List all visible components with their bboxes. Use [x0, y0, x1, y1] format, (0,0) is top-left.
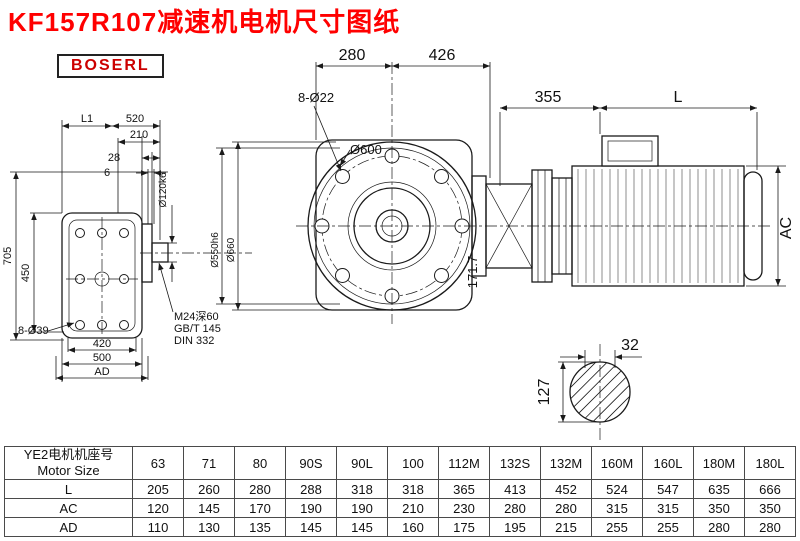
dim-label-450: 450: [20, 264, 32, 282]
row-label: AD: [4, 517, 133, 537]
motor-size-header-cn: YE2电机机座号: [23, 447, 114, 463]
table-cell: 205: [132, 479, 184, 499]
page-title: KF157R107减速机电机尺寸图纸: [8, 7, 401, 37]
table-cell: 255: [591, 517, 643, 537]
motor-size-header: YE2电机机座号 Motor Size: [4, 446, 133, 480]
table-cell: 135: [234, 517, 286, 537]
motor-size-header-en: Motor Size: [37, 463, 100, 478]
table-cell: 110: [132, 517, 184, 537]
motor-size-col: 63: [132, 446, 184, 480]
dim-label-520: 520: [126, 113, 144, 125]
table-cell: 666: [744, 479, 796, 499]
motor-size-col: 132M: [540, 446, 592, 480]
dim-label-280: 280: [339, 47, 366, 64]
dim-label-600: Ø600: [350, 142, 382, 157]
table-row-AD: AD 110 130 135 145 145 160 175 195 215 2…: [4, 517, 796, 537]
table-cell: 318: [336, 479, 388, 499]
motor-drawing: 355 L AC: [471, 89, 795, 287]
row-label: L: [4, 479, 133, 499]
table-cell: 280: [540, 498, 592, 518]
motor-size-col: 90L: [336, 446, 388, 480]
motor-size-col: 180L: [744, 446, 796, 480]
table-cell: 170: [234, 498, 286, 518]
dim-label-210: 210: [130, 129, 148, 141]
dim-label-32: 32: [621, 337, 639, 354]
dim-label-28: 28: [108, 152, 120, 164]
front-view-drawing: 280 426 8-Ø22 Ø600 Ø550h6 Ø660 171.7: [210, 47, 772, 324]
motor-size-col: 100: [387, 446, 439, 480]
motor-size-col: 180M: [693, 446, 745, 480]
table-cell: 350: [744, 498, 796, 518]
motor-size-col: 71: [183, 446, 235, 480]
technical-drawing: L1 520 210 28 6 705 450 8-Ø39 420 500 AD…: [2, 47, 795, 440]
table-cell: 315: [591, 498, 643, 518]
note-din-standard: DIN 332: [174, 335, 214, 347]
dimension-table: YE2电机机座号 Motor Size 63 71 80 90S 90L 100…: [4, 446, 796, 537]
table-cell: 145: [183, 498, 235, 518]
table-cell: 215: [540, 517, 592, 537]
table-cell: 524: [591, 479, 643, 499]
table-cell: 315: [642, 498, 694, 518]
row-label: AC: [4, 498, 133, 518]
table-cell: 190: [285, 498, 337, 518]
table-cell: 160: [387, 517, 439, 537]
table-cell: 318: [387, 479, 439, 499]
dim-label-420: 420: [93, 338, 111, 350]
shaft-section-drawing: 32 127: [536, 337, 642, 440]
table-cell: 260: [183, 479, 235, 499]
table-cell: 547: [642, 479, 694, 499]
dim-label-426: 426: [429, 47, 456, 64]
motor-size-col: 160M: [591, 446, 643, 480]
dim-label-motor-L: L: [674, 89, 683, 106]
left-view-drawing: L1 520 210 28 6 705 450 8-Ø39 420 500 AD…: [2, 113, 252, 382]
table-cell: 190: [336, 498, 388, 518]
motor-size-col: 112M: [438, 446, 490, 480]
table-cell: 280: [693, 517, 745, 537]
dim-label-127: 127: [536, 379, 553, 406]
note-thread: M24深60: [174, 310, 219, 323]
dim-label-550: Ø550h6: [210, 232, 221, 268]
dim-label-ad: AD: [94, 366, 109, 378]
table-header-row: YE2电机机座号 Motor Size 63 71 80 90S 90L 100…: [4, 446, 796, 480]
table-cell: 280: [234, 479, 286, 499]
table-cell: 120: [132, 498, 184, 518]
dim-label-shaft-dia: Ø120k6: [158, 172, 169, 207]
dim-label-8-holes: 8-Ø39: [18, 325, 49, 337]
dim-label-AC: AC: [778, 217, 795, 239]
motor-size-col: 80: [234, 446, 286, 480]
dim-label-355: 355: [535, 89, 562, 106]
table-cell: 280: [744, 517, 796, 537]
table-row-AC: AC 120 145 170 190 190 210 230 280 280 3…: [4, 498, 796, 518]
table-cell: 130: [183, 517, 235, 537]
table-cell: 195: [489, 517, 541, 537]
dim-label-l1: L1: [81, 113, 93, 125]
motor-size-col: 90S: [285, 446, 337, 480]
table-cell: 210: [387, 498, 439, 518]
table-cell: 288: [285, 479, 337, 499]
table-cell: 145: [285, 517, 337, 537]
table-cell: 280: [489, 498, 541, 518]
table-row-L: L 205 260 280 288 318 318 365 413 452 52…: [4, 479, 796, 499]
dim-label-bolt-holes: 8-Ø22: [298, 90, 334, 105]
brand-logo: BOSERL: [57, 54, 164, 78]
dim-label-660: Ø660: [226, 237, 237, 262]
table-cell: 452: [540, 479, 592, 499]
motor-size-col: 132S: [489, 446, 541, 480]
note-gb-standard: GB/T 145: [174, 323, 221, 335]
table-cell: 365: [438, 479, 490, 499]
table-cell: 230: [438, 498, 490, 518]
table-cell: 255: [642, 517, 694, 537]
table-cell: 635: [693, 479, 745, 499]
dim-label-500: 500: [93, 352, 111, 364]
table-cell: 413: [489, 479, 541, 499]
dim-label-705: 705: [2, 247, 14, 265]
table-cell: 145: [336, 517, 388, 537]
table-cell: 350: [693, 498, 745, 518]
table-cell: 175: [438, 517, 490, 537]
motor-size-col: 160L: [642, 446, 694, 480]
dim-label-6: 6: [104, 167, 110, 179]
